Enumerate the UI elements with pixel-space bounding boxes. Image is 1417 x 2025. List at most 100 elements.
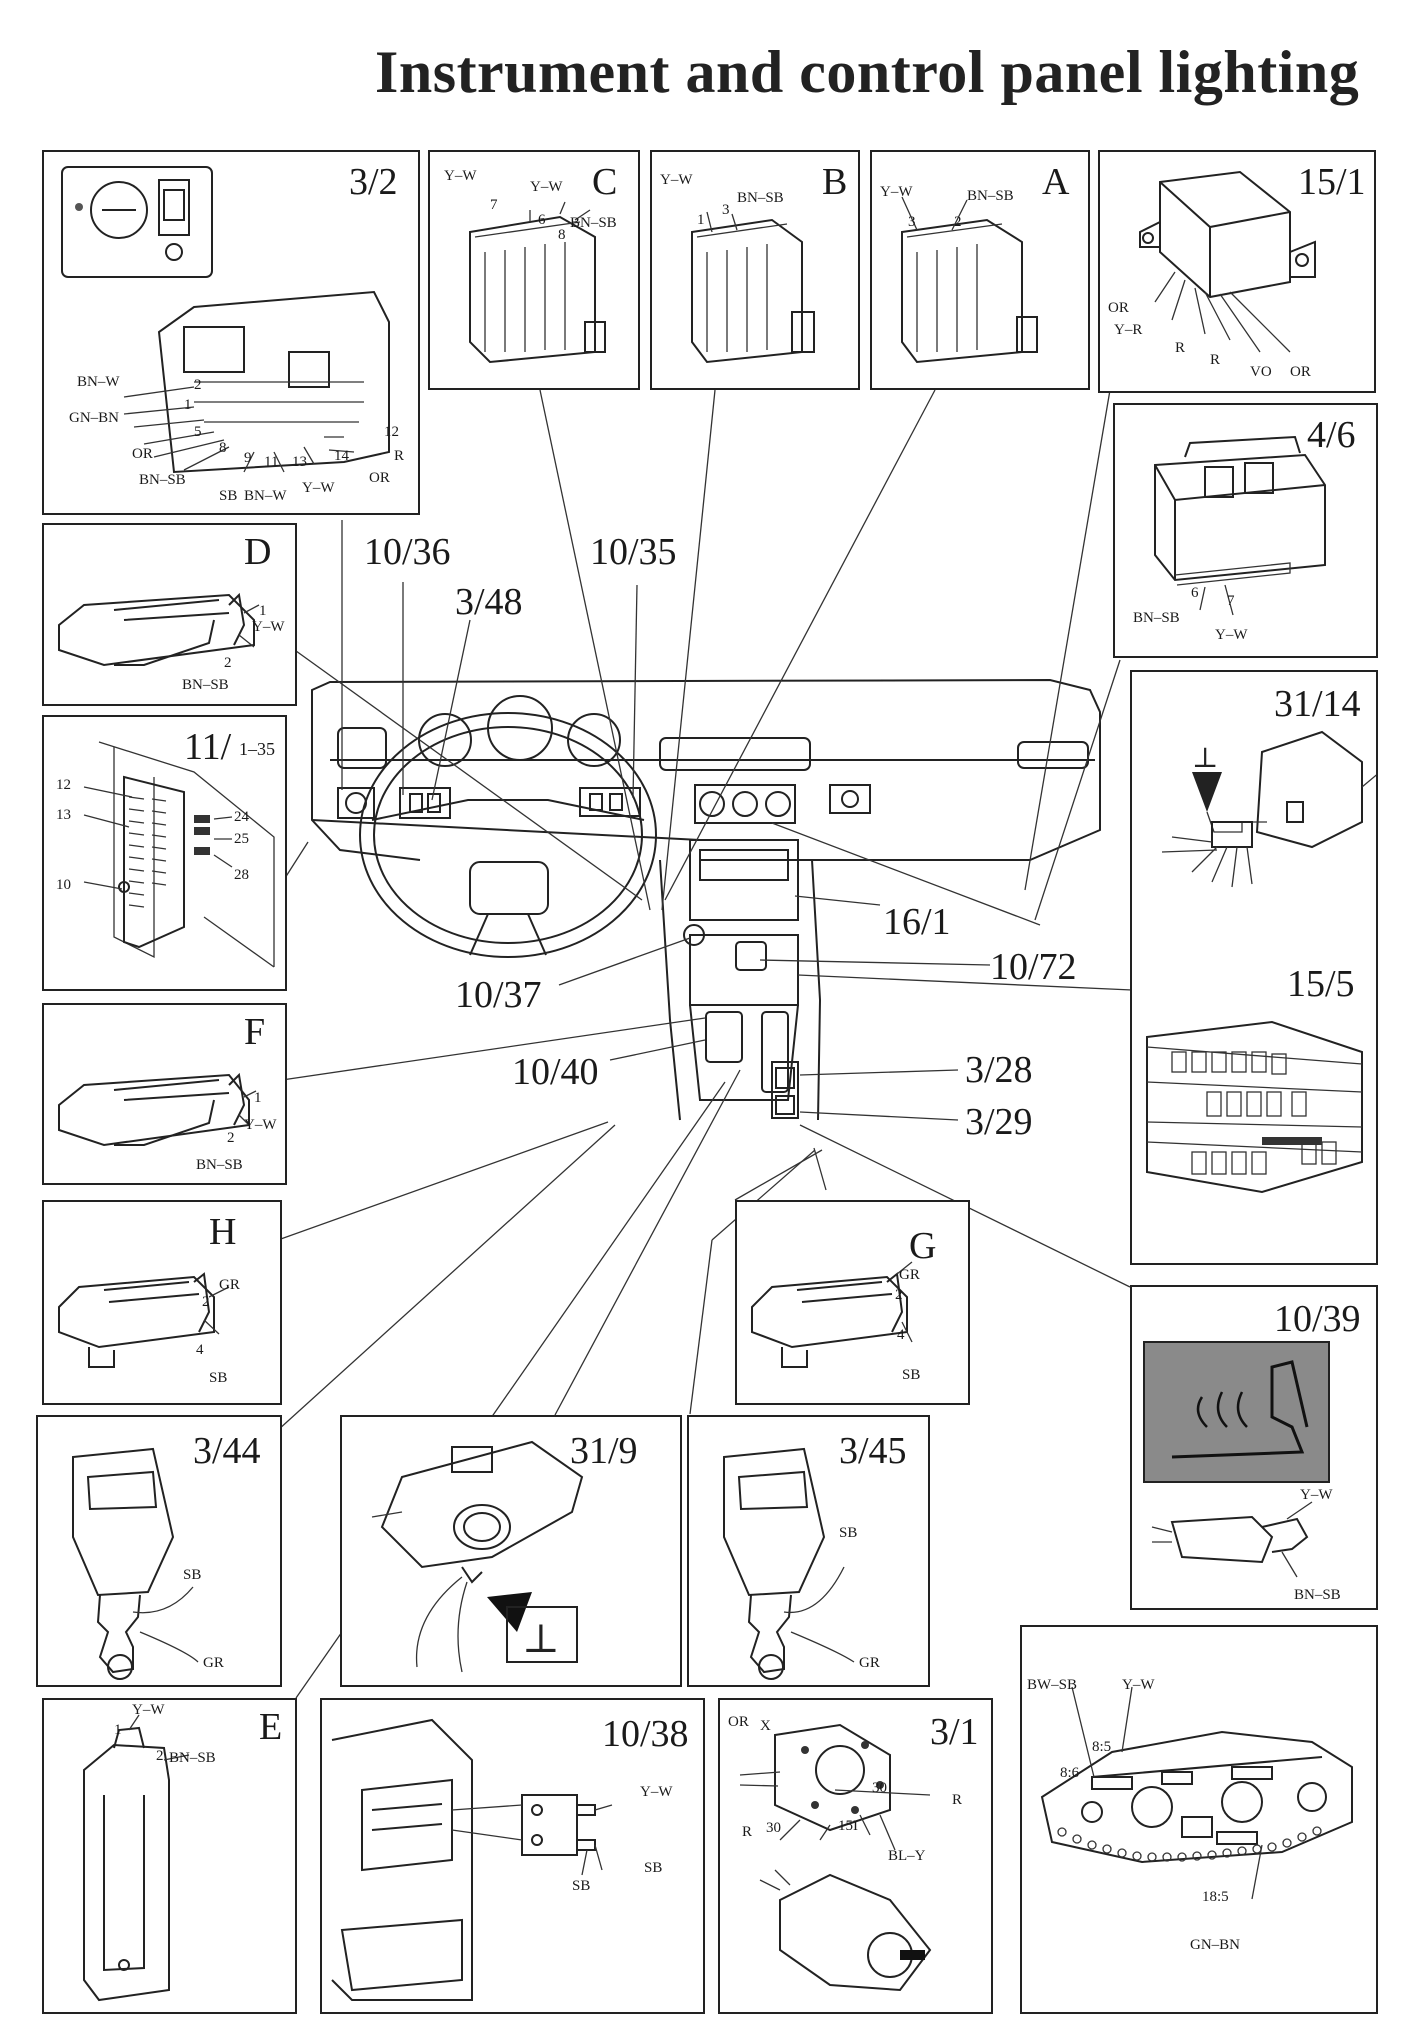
panel-label: 3/44 xyxy=(193,1430,261,1472)
wire-label: Y–W xyxy=(1215,627,1248,643)
wire-label: OR xyxy=(1290,364,1311,380)
panel-label: 15/5 xyxy=(1287,963,1355,1005)
pin-label: 1 xyxy=(697,212,705,228)
panel-10-39: 10/39 Y–W BN–SB xyxy=(1130,1285,1378,1610)
wire-label: SB xyxy=(219,488,238,504)
wire-label: R xyxy=(742,1824,753,1840)
pin-label: 3 xyxy=(722,202,730,218)
pin-label: 8 xyxy=(219,440,227,456)
panel-31-14-15-5: ⊥ 31/14 15/5 xyxy=(1130,670,1378,1265)
wire-label: BN–SB xyxy=(169,1750,216,1766)
wire-label: Y–W xyxy=(660,172,693,188)
pin-label: 13 xyxy=(56,807,71,823)
wire-label: OR xyxy=(132,446,153,462)
panel-instrument-cluster: BW–SB Y–W 8:6 8:5 18:5 GN–BN xyxy=(1020,1625,1378,2014)
wire-label: SB xyxy=(839,1525,858,1541)
panel-label: A xyxy=(1042,161,1070,203)
pin-label: 12 xyxy=(384,424,399,440)
pin-label: 2 xyxy=(954,214,962,230)
wire-label: GR xyxy=(203,1655,224,1671)
wire-label: R xyxy=(1175,340,1186,356)
wire-label: Y–W xyxy=(252,619,285,635)
pin-label: 8:6 xyxy=(1060,1765,1080,1781)
callout-label: 3/48 xyxy=(455,581,523,623)
panel-label: 15/1 xyxy=(1298,161,1366,203)
wire-label: BN–SB xyxy=(1294,1587,1341,1603)
callout-label: 3/29 xyxy=(965,1101,1033,1143)
wire-label: BN–SB xyxy=(139,472,186,488)
wire-label: BL–Y xyxy=(888,1848,926,1864)
page-title: Instrument and control panel lighting xyxy=(375,39,1360,105)
pin-label: 6 xyxy=(1191,585,1199,601)
panel-C: C Y–W Y–W BN–SB 7 6 8 xyxy=(428,150,640,390)
pin-label: 1 xyxy=(184,397,192,413)
wire-label: OR xyxy=(369,470,390,486)
pin-label: 1 xyxy=(114,1722,122,1738)
wire-label: Y–W xyxy=(1300,1487,1333,1503)
wire-label: Y–W xyxy=(1122,1677,1155,1693)
panel-label: G xyxy=(909,1225,937,1267)
pin-label: 11 xyxy=(264,454,279,470)
pin-label: 18:5 xyxy=(1202,1889,1229,1905)
panel-label: 3/45 xyxy=(839,1430,907,1472)
pin-label: 13 xyxy=(292,454,307,470)
wire-label: R xyxy=(394,448,405,464)
panel-label: 3/2 xyxy=(349,161,398,203)
dashboard-drawing xyxy=(311,678,1101,1121)
wire-label: BN–W xyxy=(244,488,287,504)
panel-G: G GR 2 4 SB xyxy=(735,1200,970,1405)
panel-label: 4/6 xyxy=(1307,414,1356,456)
pin-label: 1 xyxy=(254,1090,262,1106)
panel-label: C xyxy=(592,161,618,203)
pin-label: 2 xyxy=(895,1287,903,1303)
wire-label: OR xyxy=(1108,300,1129,316)
callout-label: 10/35 xyxy=(590,531,677,573)
panel-A: A Y–W BN–SB 3 2 xyxy=(870,150,1090,390)
pin-label: 7 xyxy=(1227,593,1235,609)
pin-label: 8:5 xyxy=(1092,1739,1112,1755)
wire-label: Y–R xyxy=(1114,322,1143,338)
callout-label: 16/1 xyxy=(883,901,951,943)
wire-label: BN–SB xyxy=(196,1157,243,1173)
pin-label: 15I xyxy=(838,1818,858,1834)
wire-label: Y–W xyxy=(444,168,477,184)
panel-15-1: 15/1 OR Y–R R R VO OR xyxy=(1098,150,1376,393)
panel-label: E xyxy=(259,1706,283,1748)
panel-F: F 1 Y–W 2 BN–SB xyxy=(42,1003,287,1185)
panel-3-1: 3/1 OR X 30 R R 30 15I BL–Y xyxy=(718,1698,993,2014)
wire-label: SB xyxy=(902,1367,921,1383)
wire-label: R xyxy=(1210,352,1221,368)
panel-3-44: 3/44 SB GR xyxy=(36,1415,282,1687)
pin-label: 9 xyxy=(244,450,252,466)
panel-3-2: 3/2 2 1 5 8 9 11 13 14 12 BN–W GN–BN OR … xyxy=(42,150,420,515)
wire-label: BN–SB xyxy=(1133,610,1180,626)
ground-icon: ⊥ xyxy=(522,1616,560,1662)
wire-label: Y–W xyxy=(530,179,563,195)
panel-E: E Y–W 1 2 BN–SB xyxy=(42,1698,297,2014)
panel-label: H xyxy=(209,1211,237,1253)
panel-label: 3/1 xyxy=(930,1711,979,1753)
panel-10-38: 10/38 Y–W SB SB xyxy=(320,1698,705,2014)
pin-label: 8 xyxy=(558,227,566,243)
wire-label: R xyxy=(952,1792,963,1808)
panel-label: 10/38 xyxy=(602,1713,689,1755)
wire-label: GN–BN xyxy=(69,410,120,426)
pin-label: 14 xyxy=(334,448,349,464)
wire-label: Y–W xyxy=(132,1702,165,1718)
wire-label: SB xyxy=(183,1567,202,1583)
pin-label: 7 xyxy=(490,197,498,213)
panel-B: B Y–W BN–SB 1 3 xyxy=(650,150,860,390)
wire-label: GR xyxy=(899,1267,920,1283)
panel-D: D 1 Y–W 2 BN–SB xyxy=(42,523,297,706)
wire-label: GR xyxy=(219,1277,240,1293)
wire-label: BN–SB xyxy=(737,190,784,206)
wire-label: Y–W xyxy=(244,1117,277,1133)
callout-label: 10/72 xyxy=(990,946,1077,988)
wire-label: SB xyxy=(209,1370,228,1386)
panel-label: F xyxy=(244,1011,266,1053)
panel-label: 10/39 xyxy=(1274,1298,1361,1340)
pin-label: 1 xyxy=(259,603,267,619)
pin-label: 4 xyxy=(897,1327,905,1343)
pin-label: 2 xyxy=(156,1748,164,1764)
